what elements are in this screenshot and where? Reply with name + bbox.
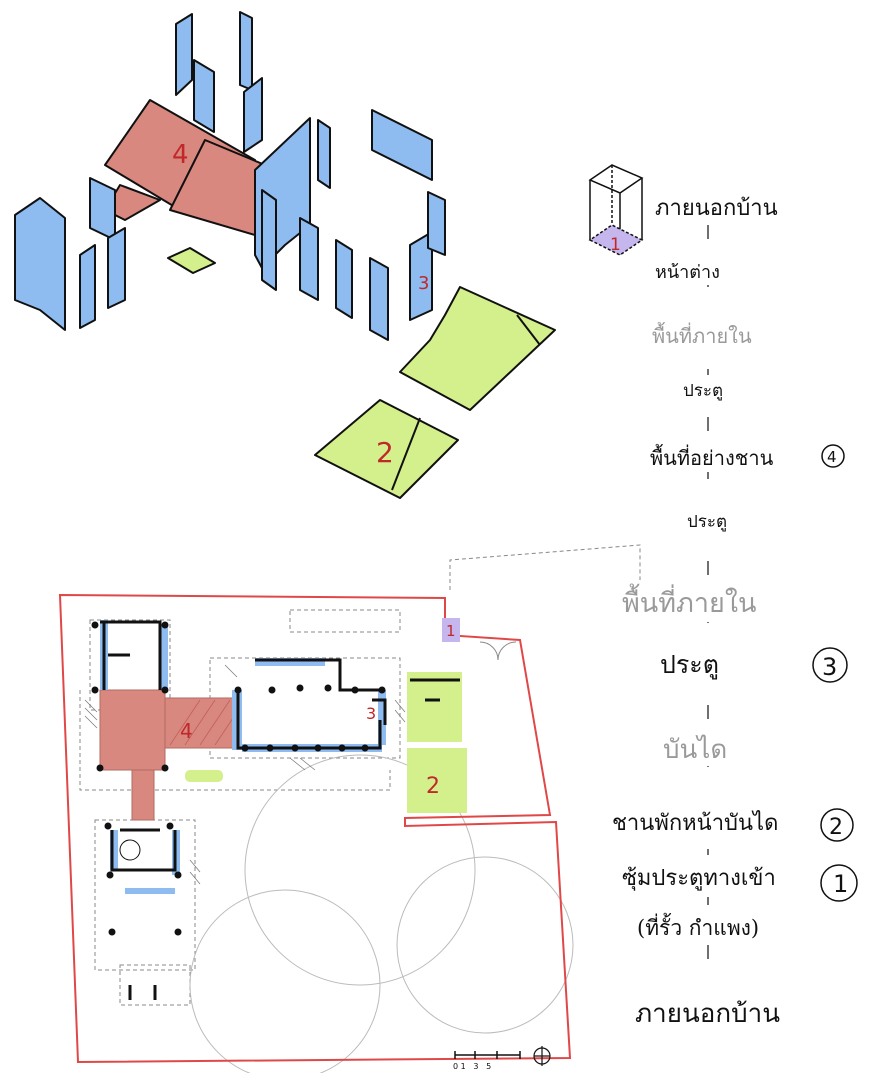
tree-circle: [396, 856, 574, 1034]
plan-label-4: 4: [180, 719, 193, 743]
marker-4: 4: [827, 448, 837, 466]
zone-2-plan-upper: [407, 672, 462, 742]
wall-strip: [255, 658, 325, 666]
wall-panel: [317, 119, 331, 189]
zone-4-plan: [131, 769, 155, 821]
wall-panel: [369, 257, 389, 341]
plan-label-3: 3: [366, 704, 376, 723]
entry-door-swing: [497, 641, 517, 661]
green-zone-upper: [399, 286, 556, 411]
floor-plan: [58, 544, 641, 1073]
step-text: ประตู: [683, 381, 723, 401]
marker-circle: [812, 647, 848, 683]
step-markers: [812, 444, 858, 902]
zone-edge: [516, 314, 541, 346]
marker-1: 1: [833, 870, 848, 898]
zone-1-plan: [442, 618, 460, 642]
wall-panel: [14, 197, 66, 331]
site-dash: [119, 964, 191, 1006]
sequence-steps: ภายนอกบ้าน หน้าต่าง พื้นที่ภายใน ประตู พ…: [605, 190, 820, 1034]
zone-edge: [391, 417, 421, 491]
step-text: ภายนอกบ้าน: [635, 999, 780, 1029]
site-dash: [289, 609, 401, 633]
wall-panel: [193, 59, 215, 133]
wall-panel: [261, 189, 277, 291]
scale-bar-labels: 0 1 3 5: [453, 1062, 491, 1071]
entry-door-swing: [479, 641, 499, 661]
step-text: ซุ้มประตูทางเข้า: [622, 866, 776, 891]
north-arrow-icon: [533, 1046, 551, 1066]
step-text: พื้นที่ภายใน: [652, 322, 752, 348]
wall-strip: [378, 690, 386, 745]
wall: [110, 830, 177, 872]
wall-panel: [107, 227, 126, 309]
step-text: ประตู: [660, 650, 719, 680]
wall: [410, 678, 460, 702]
scale-bar: [454, 1051, 521, 1059]
step-text: (ที่รั้ว กำแพง): [637, 913, 759, 940]
spiral-stair: [119, 839, 141, 861]
marker-circle: [820, 864, 858, 902]
marker-circle: [820, 808, 854, 842]
wall-panel: [243, 77, 263, 153]
axo-label-2: 2: [376, 436, 394, 469]
wall-panel: [299, 217, 319, 301]
cube-label-1: 1: [610, 235, 621, 255]
step-text: พื้นที่ภายใน: [622, 583, 756, 619]
step-text: หน้าต่าง: [655, 262, 720, 283]
wall: [128, 985, 157, 1000]
wall: [236, 690, 382, 750]
zone-4-plan: [99, 689, 166, 771]
small-green-strip: [185, 770, 223, 782]
wall-panel: [427, 191, 446, 256]
axo-label-4: 4: [172, 140, 189, 170]
wall-panel: [335, 239, 353, 319]
wall-panel: [175, 13, 193, 96]
wall-strip: [160, 625, 168, 690]
wall-panel: [239, 11, 253, 91]
step-text: พื้นที่อย่างชาน: [650, 444, 774, 470]
axo-label-3: 3: [418, 273, 429, 294]
step-text: ประตู: [687, 512, 727, 532]
step-text: บันได: [663, 734, 727, 765]
wall-panel: [409, 231, 433, 321]
green-zone-2: [314, 399, 459, 499]
small-green-pad: [167, 247, 216, 274]
wall: [100, 620, 162, 690]
plan-label-2: 2: [426, 774, 440, 799]
wall-strip: [125, 888, 175, 894]
marker-circle: [821, 444, 845, 468]
marker-2: 2: [829, 815, 843, 840]
step-text: ชานพักหน้าบันได: [612, 810, 778, 836]
tree-circle: [244, 754, 476, 986]
site-dash: [449, 544, 641, 590]
entrance-cube-icon: [588, 164, 644, 256]
wall: [372, 698, 387, 725]
zone-2-plan: [407, 748, 467, 813]
wall-panel: [89, 177, 116, 241]
plan-label-1: 1: [446, 622, 456, 640]
step-text: ภายนอกบ้าน: [655, 196, 778, 221]
marker-3: 3: [822, 653, 837, 681]
wall-strip: [110, 830, 118, 870]
tree-circle: [189, 889, 381, 1073]
wall: [255, 658, 385, 692]
axonometric-view: [14, 11, 556, 499]
site-dash: [79, 690, 391, 791]
wall-panel: [79, 244, 96, 329]
wall-panel: [371, 109, 433, 181]
